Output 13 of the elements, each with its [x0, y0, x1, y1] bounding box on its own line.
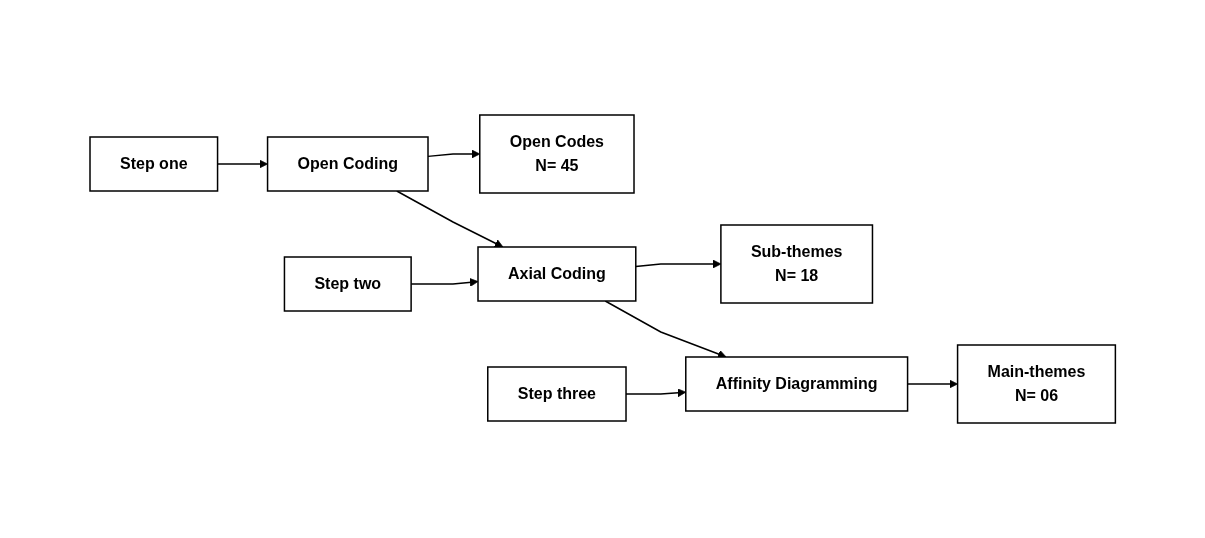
node-box: Affinity Diagramming — [684, 356, 909, 412]
arrow — [427, 149, 480, 159]
node-box: Step three — [486, 366, 627, 422]
arrow — [625, 388, 686, 398]
node-box: Step two — [283, 256, 412, 312]
arrow — [604, 300, 727, 359]
node-box: Main-themes N= 06 — [956, 344, 1116, 424]
arrow — [395, 190, 504, 248]
node-box: Open Coding — [266, 136, 429, 192]
node-box: Sub-themes N= 18 — [719, 224, 874, 304]
node-box: Step one — [89, 136, 219, 192]
node-box: Open Codes N= 45 — [478, 114, 635, 194]
node-box: Axial Coding — [477, 246, 637, 302]
